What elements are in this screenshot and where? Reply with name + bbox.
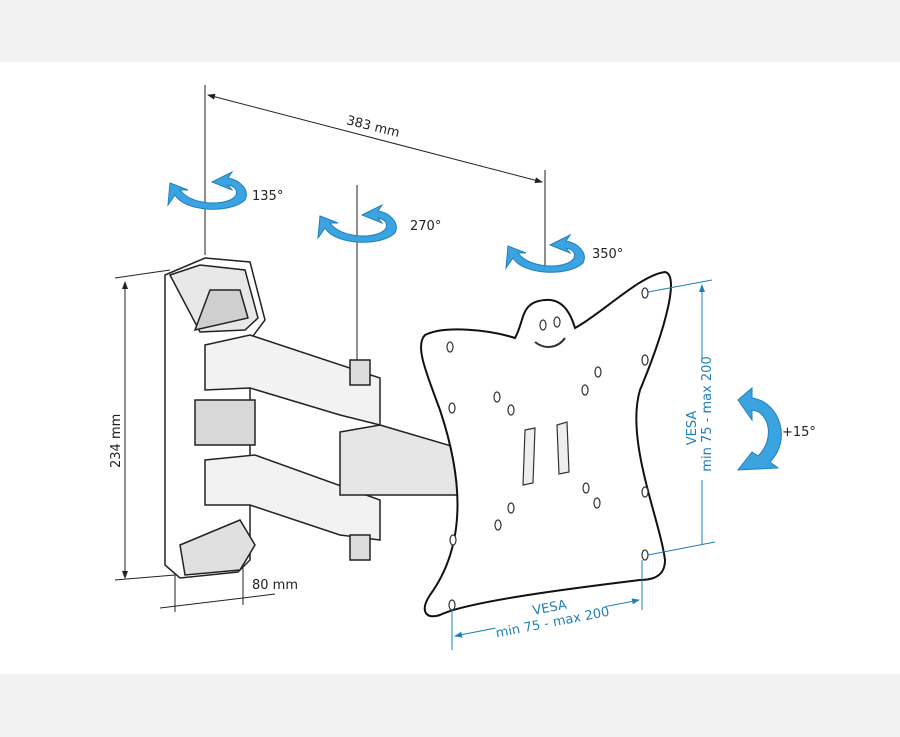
reach-label: 383 mm: [345, 113, 401, 141]
wall-joint-rotation-label: 135°: [252, 189, 283, 204]
height-dimension: 234 mm: [109, 269, 176, 581]
vesa-vertical-range: min 75 - max 200: [700, 356, 715, 471]
wall-plate: [164, 257, 266, 579]
tilt-label: +15°: [782, 425, 816, 440]
vesa-vertical-label: VESA: [685, 411, 700, 446]
depth-label: 80 mm: [252, 578, 298, 593]
vesa-vertical-dimension: VESA min 75 - max 200: [647, 279, 718, 556]
vesa-horizontal-label: VESA: [531, 598, 568, 619]
reach-dimension: 383 mm: [204, 85, 546, 270]
vesa-plate: [419, 270, 672, 618]
middle-joint-rotation-label: 270°: [410, 219, 441, 234]
swing-arms: [204, 334, 466, 561]
rotation-arrow-icon: [167, 170, 782, 471]
plate-joint-rotation-label: 350°: [592, 247, 623, 262]
depth-dimension: 80 mm: [159, 568, 298, 612]
height-label: 234 mm: [109, 414, 124, 468]
